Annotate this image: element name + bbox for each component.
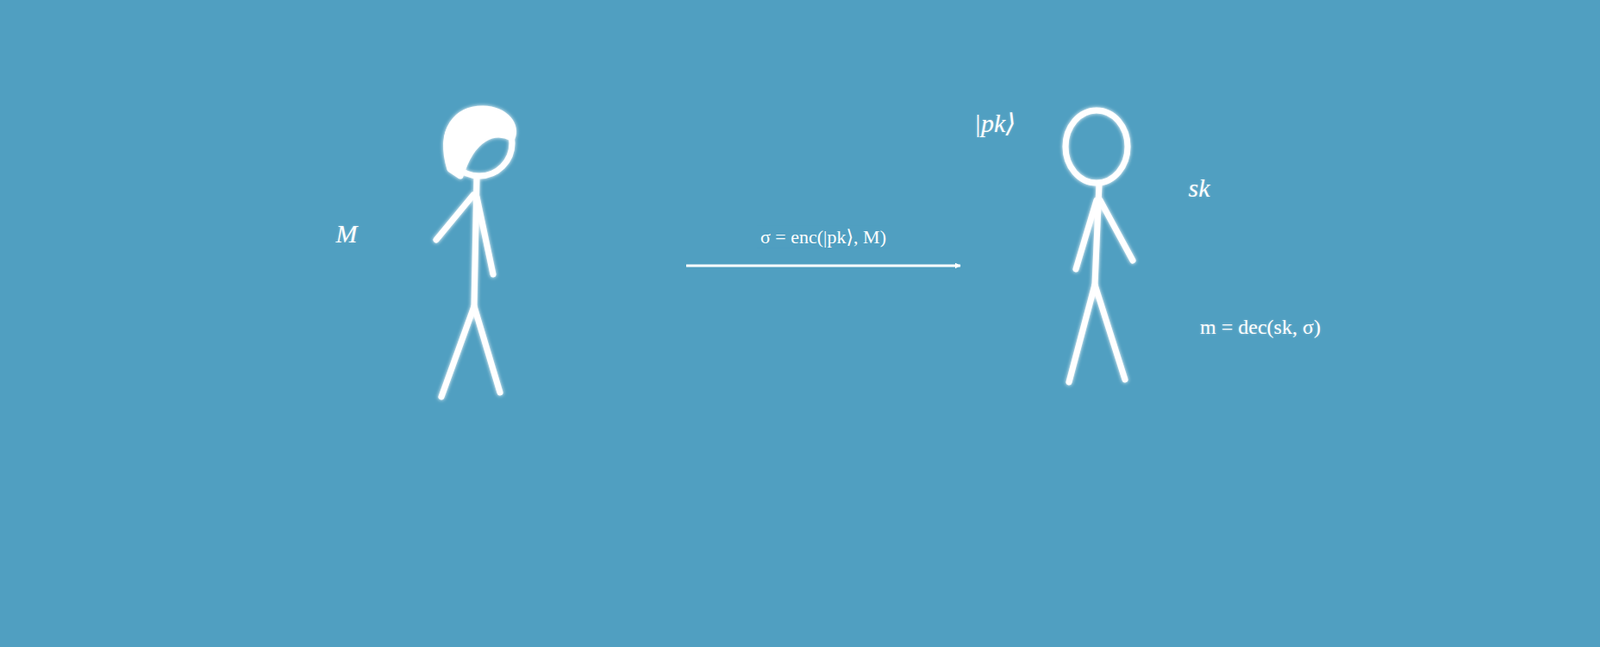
- edge-label: σ = enc(|pk⟩, M): [756, 225, 890, 249]
- man-figure: [1065, 110, 1133, 382]
- woman-figure: [436, 108, 514, 397]
- figure-label: sk: [1188, 173, 1211, 202]
- figure-label: |pk⟩: [974, 108, 1016, 138]
- stick-figure: M: [327, 94, 682, 406]
- message-arrow: [686, 264, 961, 268]
- stick-figure: |pk⟩ sk m = dec(sk, σ): [965, 94, 1371, 406]
- man-legs: [1068, 284, 1125, 382]
- woman-hair: [446, 108, 514, 176]
- woman-arms: [436, 194, 494, 275]
- figure-label: m = dec(sk, σ): [1200, 315, 1321, 338]
- man-head: [1065, 110, 1128, 183]
- woman-legs: [441, 306, 500, 397]
- figure-label: M: [336, 218, 358, 248]
- man-arms: [1075, 200, 1133, 269]
